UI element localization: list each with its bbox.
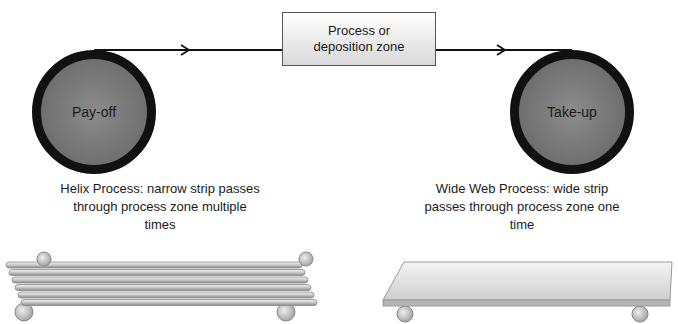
- take-up-reel: Take-up: [510, 50, 634, 174]
- process-box: Process or deposition zone: [282, 12, 436, 66]
- strip-path-arrow: [436, 49, 572, 51]
- pay-off-reel: Pay-off: [32, 50, 156, 174]
- helix-strip-pass: [15, 285, 311, 291]
- helix-strip-pass: [18, 292, 314, 298]
- strip-edge: [383, 300, 670, 306]
- node-label: Pay-off: [72, 104, 116, 120]
- node-label: Process or deposition zone: [303, 23, 415, 55]
- strip-path-arrow: [94, 49, 282, 51]
- helix-strip-pass: [21, 300, 317, 306]
- helix-strip-pass: [9, 270, 305, 276]
- roller: [397, 306, 413, 322]
- helix-strip-pass: [12, 277, 308, 283]
- process-caption: Wide Web Process: wide strip passes thro…: [422, 180, 622, 234]
- wide-web-illustration: [383, 262, 672, 322]
- roller: [37, 252, 51, 266]
- wide-strip: [383, 262, 672, 300]
- roller: [299, 252, 313, 266]
- helix-strip-illustration: [6, 252, 317, 321]
- process-caption: Helix Process: narrow strip passes throu…: [60, 180, 260, 234]
- roller: [632, 306, 648, 322]
- node-label: Take-up: [547, 104, 597, 120]
